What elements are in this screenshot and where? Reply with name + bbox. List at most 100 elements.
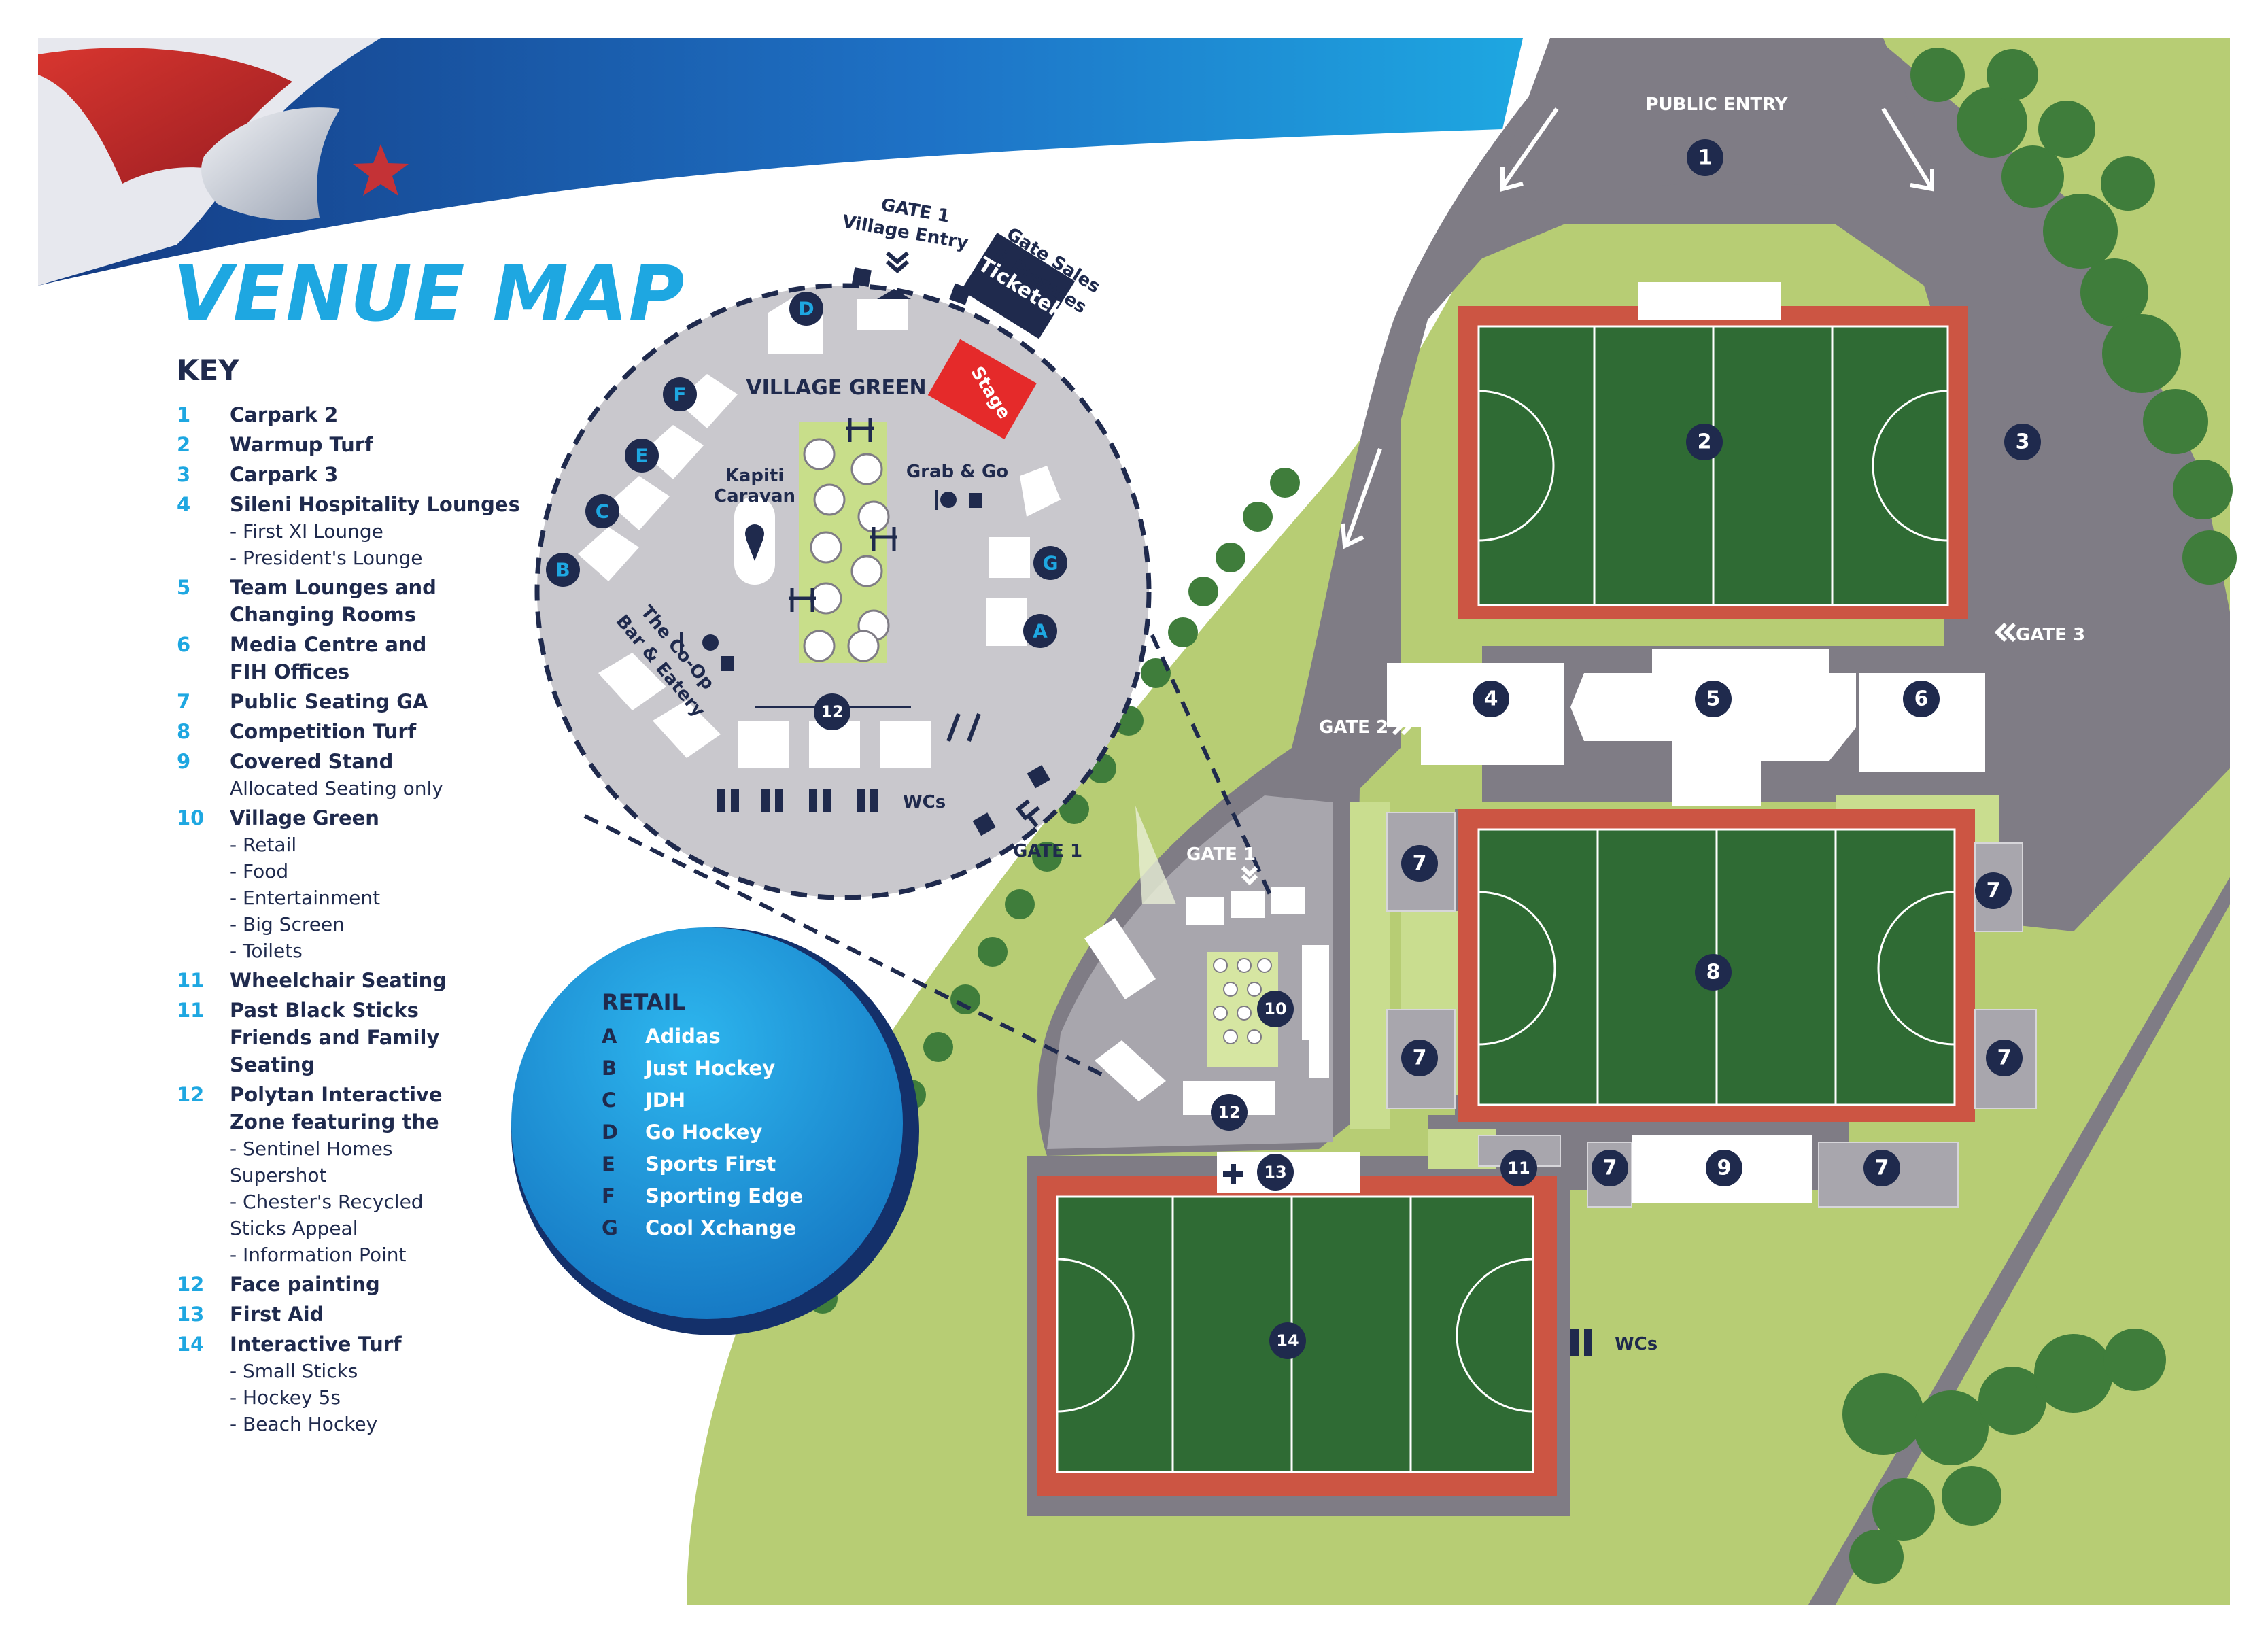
marker-14: 14 [1269, 1322, 1306, 1359]
svg-text:7: 7 [1875, 1157, 1889, 1180]
gate3-label: GATE 3 [2016, 625, 2085, 645]
svg-text:10: 10 [1264, 999, 1286, 1018]
wcs-village-label: WCs [903, 792, 946, 812]
food-drink-icons [680, 490, 982, 671]
svg-text:1: 1 [1698, 146, 1713, 170]
marker-7a: 7 [1401, 845, 1438, 882]
key-heading: KEY [177, 354, 239, 387]
marker-1: 1 [1687, 139, 1723, 176]
gate-chevrons [886, 251, 2016, 886]
stage-block [927, 339, 1037, 440]
ticketek-booth [961, 233, 1076, 339]
marker-7f: 7 [1863, 1150, 1900, 1186]
marker-9: 9 [1706, 1150, 1742, 1186]
gate2-label: GATE 2 [1319, 717, 1388, 738]
numbered-markers: 1 2 3 4 5 6 7 7 7 7 7 7 8 9 10 11 12 12 … [814, 139, 2041, 1359]
info-icon [946, 713, 981, 742]
marker-13: 13 [1257, 1154, 1294, 1191]
wc-icons [717, 789, 1592, 1356]
svg-text:8: 8 [1706, 961, 1721, 984]
marker-7c: 7 [1401, 1040, 1438, 1076]
header-banner [38, 38, 1523, 286]
svg-text:E: E [635, 445, 648, 467]
svg-text:3: 3 [2016, 430, 2030, 454]
retail-marker-b: B [546, 553, 580, 587]
marker-5: 5 [1695, 681, 1732, 717]
retail-marker-g: G [1033, 546, 1067, 580]
grab-go-label: Grab & Go [906, 462, 1008, 482]
svg-text:4: 4 [1484, 687, 1498, 711]
svg-text:11: 11 [1507, 1159, 1530, 1178]
svg-text:C: C [596, 500, 610, 523]
svg-text:7: 7 [1413, 852, 1427, 876]
warmup-turf [1458, 282, 1968, 619]
svg-text:7: 7 [1987, 879, 2001, 903]
svg-text:7: 7 [1413, 1046, 1427, 1070]
svg-text:B: B [555, 559, 570, 581]
svg-text:6: 6 [1914, 687, 1929, 711]
picnic-table-icons [789, 418, 897, 612]
marker-12b: 12 [1211, 1094, 1248, 1131]
village-green-label: VILLAGE GREEN [746, 376, 926, 400]
svg-text:2: 2 [1698, 430, 1712, 454]
svg-text:D: D [798, 298, 814, 320]
wcs-label: WCs [1615, 1334, 1657, 1354]
direction-arrows [1341, 107, 1934, 549]
kapiti-line2: Caravan [714, 486, 795, 507]
marker-11: 11 [1500, 1150, 1537, 1186]
svg-text:A: A [1033, 620, 1048, 643]
marker-3: 3 [2004, 424, 2041, 460]
marker-12a: 12 [814, 693, 850, 730]
retail-marker-e: E [625, 439, 659, 473]
kapiti-line1: Kapiti [725, 466, 785, 486]
tent-icon [877, 289, 911, 299]
retail-heading: RETAIL [602, 989, 685, 1015]
ice-cream-icon [745, 524, 764, 561]
page-title: VENUE MAP [173, 250, 685, 339]
svg-text:7: 7 [1997, 1046, 2012, 1070]
retail-marker-c: C [585, 494, 619, 528]
marker-7b: 7 [1975, 872, 2012, 909]
svg-text:F: F [673, 383, 686, 406]
svg-text:14: 14 [1276, 1331, 1299, 1350]
retail-marker-a: A [1023, 614, 1057, 648]
gate1-lower-label: GATE 1 [1013, 841, 1082, 861]
marker-2: 2 [1686, 424, 1723, 460]
svg-text:12: 12 [821, 702, 843, 721]
marker-6: 6 [1903, 681, 1940, 717]
village-zoom-circle [534, 233, 1592, 1356]
svg-text:G: G [1043, 552, 1059, 575]
marker-8: 8 [1695, 954, 1732, 991]
svg-text:9: 9 [1717, 1157, 1732, 1180]
marker-7d: 7 [1986, 1040, 2023, 1076]
retail-marker-f: F [663, 377, 697, 411]
first-aid-icon [1223, 1164, 1243, 1184]
public-entry-label: PUBLIC ENTRY [1645, 95, 1788, 115]
retail-markers: A B C D E F G [546, 292, 1067, 648]
marker-10: 10 [1257, 991, 1294, 1027]
trees [808, 48, 2237, 1584]
marker-4: 4 [1473, 681, 1509, 717]
